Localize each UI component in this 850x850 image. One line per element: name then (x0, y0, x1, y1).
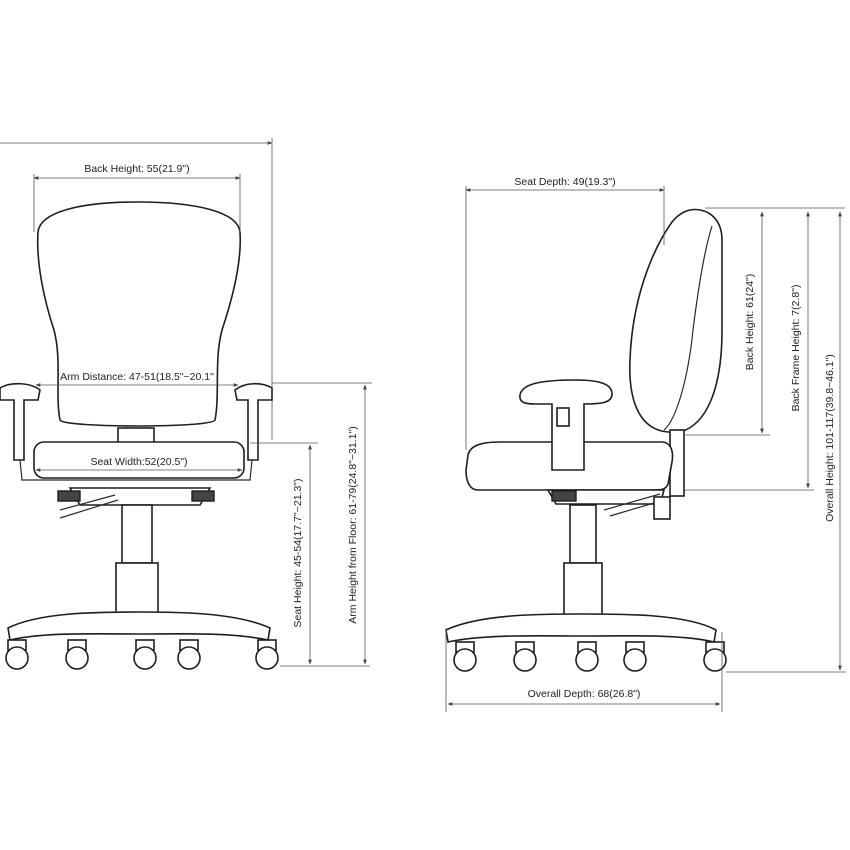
back-height-label: Back Height: 61(24") (744, 274, 756, 371)
front-left-knob (57, 490, 81, 502)
side-base (445, 613, 717, 643)
front-cylinder-lower (115, 562, 159, 616)
front-casters (5, 639, 279, 670)
front-mechanism (68, 487, 212, 506)
arm-height-label: Arm Height from Floor: 61-79(24.8"~31.1"… (347, 426, 359, 623)
side-arm-button (556, 407, 570, 427)
side-casters (453, 641, 727, 672)
side-cylinder-upper (569, 504, 597, 564)
side-dimensions (445, 186, 846, 712)
side-view-chair (445, 208, 727, 672)
front-backrest (36, 201, 242, 427)
back-frame-height-label: Back Frame Height: 7(2.8") (790, 285, 802, 412)
front-right-knob (191, 490, 215, 502)
front-view-chair (0, 138, 279, 670)
seat-width-label: Seat Width:52(20.5") (90, 456, 187, 468)
side-bracket (653, 496, 671, 520)
front-left-arm (0, 382, 41, 461)
back-width-label: Back Height: 55(21.9") (84, 163, 189, 175)
overall-depth-label: Overall Depth: 68(26.8") (528, 688, 641, 700)
front-dimensions (33, 174, 372, 667)
front-base (7, 611, 271, 641)
arm-distance-label: Arm Distance: 47-51(18.5"~20.1" (60, 371, 214, 383)
side-knob (551, 490, 577, 502)
side-backrest (629, 208, 723, 433)
overall-height-label: Overall Height: 101-117(39.8~46.1") (824, 354, 836, 522)
seat-depth-label: Seat Depth: 49(19.3") (514, 176, 615, 188)
front-right-arm (234, 382, 273, 461)
seat-height-label: Seat Height: 45-54(17.7"~21.3") (292, 478, 304, 627)
front-cylinder-upper (121, 504, 153, 564)
side-cylinder-lower (563, 562, 603, 616)
